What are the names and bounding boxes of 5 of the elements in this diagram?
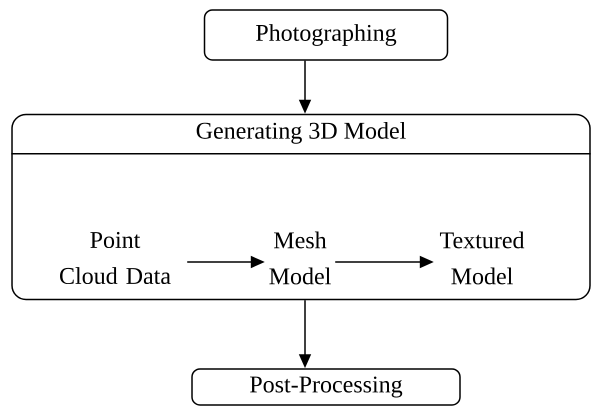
process-box: Post-Processing <box>191 368 461 406</box>
step-label: Textured Model <box>440 232 524 284</box>
step-label: Point Cloud Data <box>60 232 171 284</box>
step-label: Mesh Model <box>269 232 331 284</box>
process-box: Photographing <box>204 9 448 61</box>
